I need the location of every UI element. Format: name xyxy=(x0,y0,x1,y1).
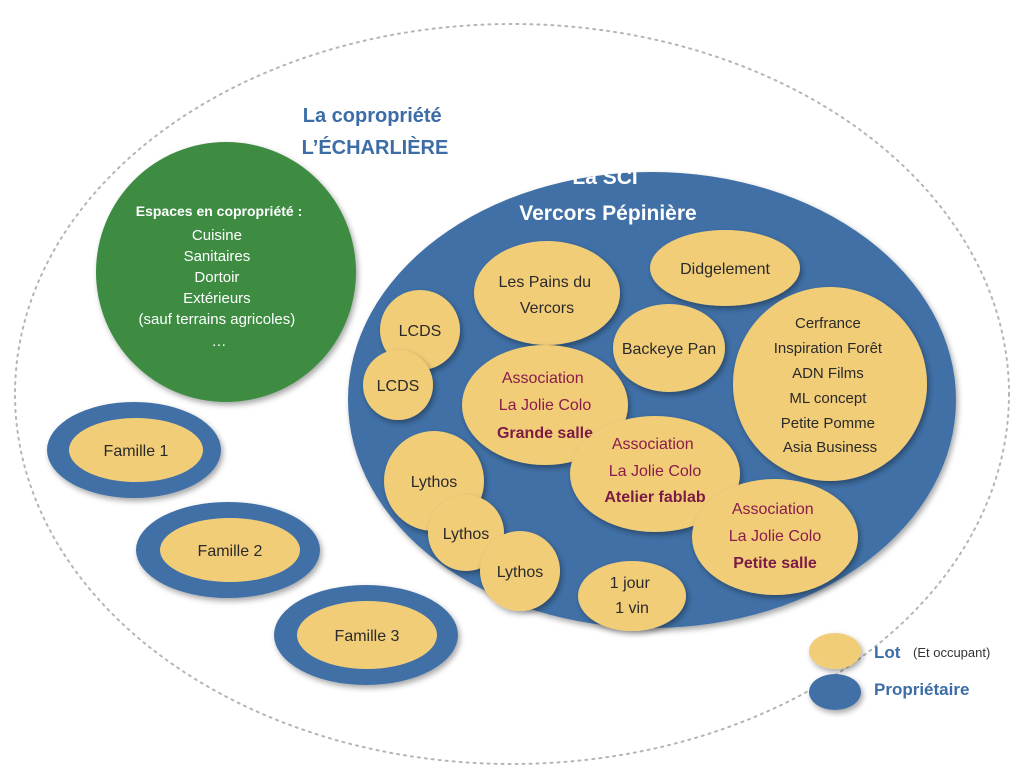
common-spaces-list: Cuisine Sanitaires Dortoir Extérieurs (s… xyxy=(139,227,300,350)
svg-text:LCDS: LCDS xyxy=(377,378,420,395)
copropriete-title: La copropriété L’ÉCHARLIÈRE xyxy=(302,105,449,159)
svg-text:Lythos: Lythos xyxy=(443,526,490,543)
sci-title: La SCI Vercors Pépinière xyxy=(519,166,696,225)
copropriete-boundary xyxy=(14,23,1010,765)
svg-text:Cerfrance Inspiration Fo: Cerfrance Inspiration Forêt ADN Films ML… xyxy=(774,315,887,456)
lot-association-atelier-fablab: Association La Jolie Colo Atelier fablab xyxy=(570,416,740,532)
lot-lythos-3: Lythos xyxy=(480,531,560,611)
svg-text:Association La Jolie Col: Association La Jolie Colo xyxy=(609,436,702,480)
common-spaces-heading: Espaces en copropriété : xyxy=(136,203,303,219)
svg-text:Didgelement: Didgelement xyxy=(680,261,770,278)
svg-text:Association La Jolie Col: Association La Jolie Colo xyxy=(729,501,822,545)
common-spaces-circle: Espaces en copropriété : Cuisine Sanitai… xyxy=(96,142,356,402)
svg-text:Lythos: Lythos xyxy=(497,564,544,581)
svg-text:Association La Jolie Col: Association La Jolie Colo xyxy=(499,370,592,414)
svg-text:Petite salle: Petite salle xyxy=(733,555,817,572)
legend-lot-label: Lot xyxy=(874,643,901,662)
lot-didgelement: Didgelement xyxy=(650,230,800,306)
svg-text:Atelier fablab: Atelier fablab xyxy=(604,489,706,506)
family-1: Famille 1 xyxy=(47,402,221,498)
lot-1-jour-1-vin: 1 jour 1 vin xyxy=(578,561,686,631)
svg-text:1 jour 1 vin: 1 jour 1 vin xyxy=(610,575,654,617)
lot-association-petite-salle: Association La Jolie Colo Petite salle xyxy=(692,479,858,595)
svg-text:Famille 3: Famille 3 xyxy=(335,628,400,645)
svg-text:Famille 1: Famille 1 xyxy=(104,443,169,460)
lot-lcds-2: LCDS xyxy=(363,350,433,420)
svg-text:Famille 2: Famille 2 xyxy=(198,543,263,560)
lot-backeye-pan: Backeye Pan xyxy=(613,304,725,392)
legend-lot-note: (Et occupant) xyxy=(913,645,990,660)
svg-text:Grande salle: Grande salle xyxy=(497,425,593,442)
lot-lcds-1: LCDS xyxy=(380,290,460,370)
svg-text:Les Pains du Vercors: Les Pains du Vercors xyxy=(499,274,596,317)
family-2: Famille 2 xyxy=(136,502,320,598)
lot-pains-du-vercors: Les Pains du Vercors xyxy=(474,241,620,345)
family-3: Famille 3 xyxy=(274,585,458,685)
svg-text:Backeye Pan: Backeye Pan xyxy=(622,341,716,358)
legend-lot-swatch xyxy=(809,633,861,669)
legend: Lot (Et occupant) Propriétaire xyxy=(809,633,990,710)
legend-owner-swatch xyxy=(809,674,861,710)
svg-text:LCDS: LCDS xyxy=(399,323,442,340)
svg-text:Lythos: Lythos xyxy=(411,474,458,491)
lot-association-grande-salle: Association La Jolie Colo Grande salle xyxy=(462,345,628,465)
legend-owner-label: Propriétaire xyxy=(874,680,969,699)
lot-cluster-companies: Cerfrance Inspiration Forêt ADN Films ML… xyxy=(733,287,927,481)
